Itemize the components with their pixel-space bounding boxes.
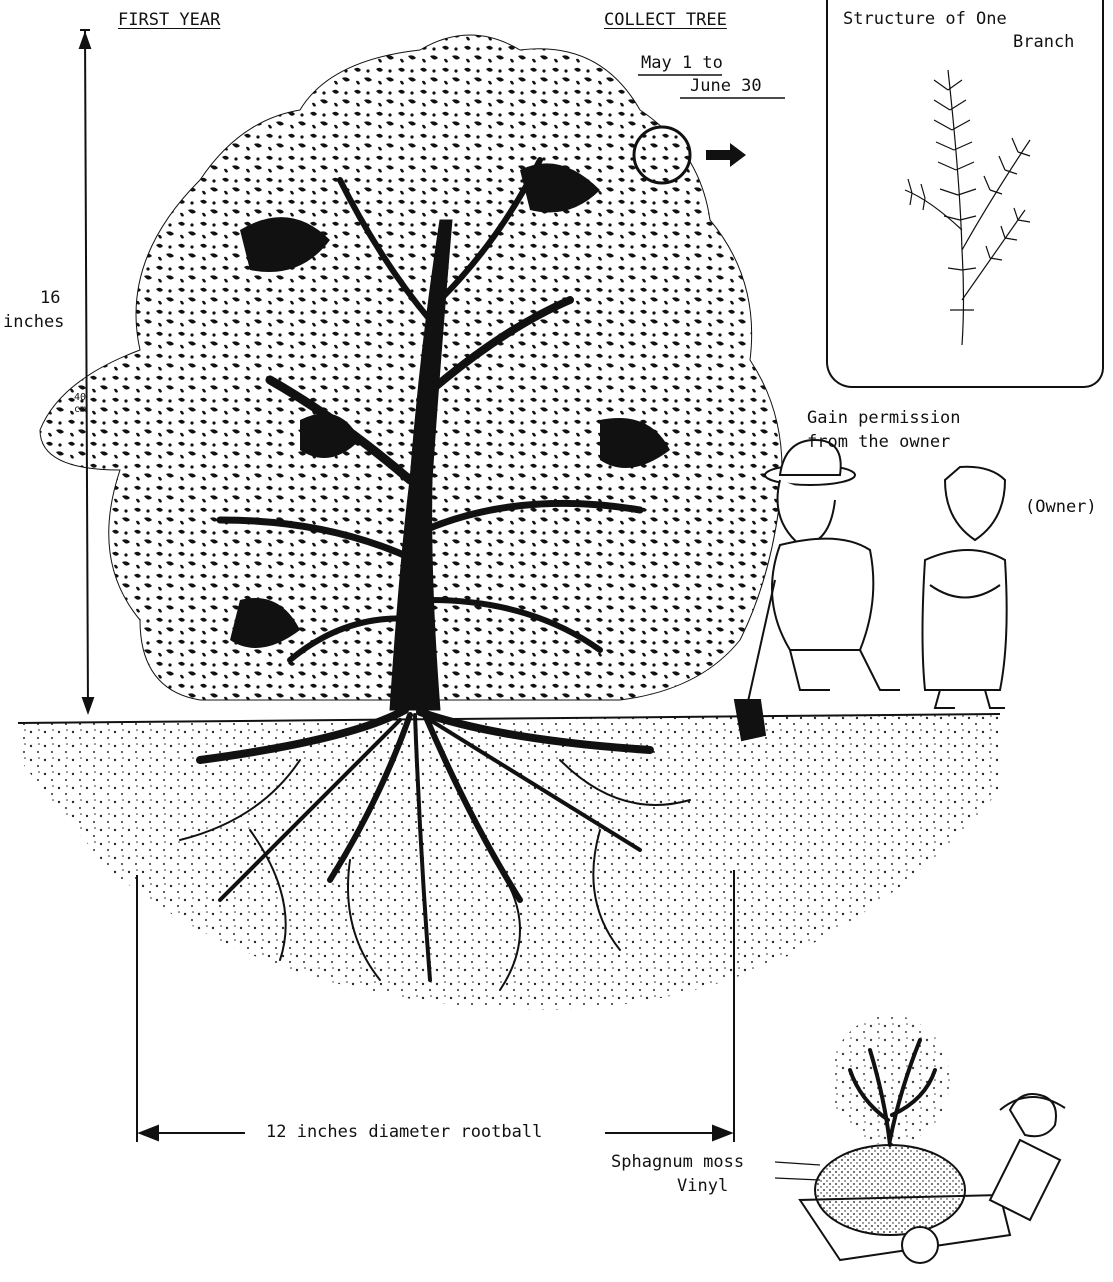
height-dimension-arrow — [80, 30, 93, 712]
rootball-label: 12 inches diameter rootball — [262, 1122, 546, 1142]
vinyl-label: Vinyl — [677, 1176, 728, 1196]
soil-stipple — [20, 715, 1000, 1010]
date-end-label: June 30 — [690, 76, 762, 96]
height-unit: inches — [3, 312, 64, 332]
owner-figure — [923, 467, 1007, 708]
permission-line1: Gain permission — [807, 408, 961, 428]
height-value: 16 — [40, 288, 60, 308]
wrap-pointers — [775, 1162, 820, 1180]
permission-line2: from the owner — [807, 432, 950, 452]
height-metric-unit: cm — [74, 404, 86, 415]
branch-structure-panel — [826, 0, 1104, 388]
first-year-label: FIRST YEAR — [118, 10, 220, 30]
inset-title-line1: Structure of One — [843, 9, 1007, 29]
height-metric-value: 40 — [74, 392, 86, 403]
collect-tree-label: COLLECT TREE — [604, 10, 727, 30]
inset-title-line2: Branch — [1013, 32, 1074, 52]
wrapped-rootball-figure — [800, 1015, 1065, 1263]
sphagnum-moss-label: Sphagnum moss — [611, 1152, 744, 1172]
date-start-label: May 1 to — [641, 53, 723, 73]
owner-label: (Owner) — [1025, 497, 1097, 517]
